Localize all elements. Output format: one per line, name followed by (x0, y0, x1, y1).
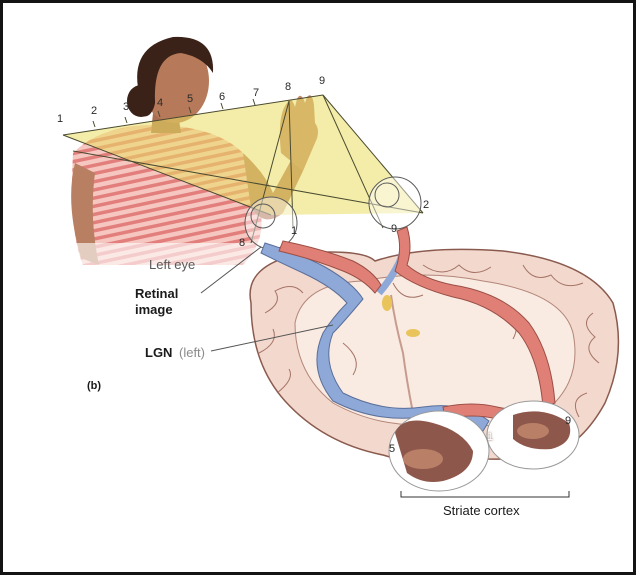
field-point-4: 4 (157, 97, 163, 109)
field-point-3: 3 (123, 101, 129, 113)
field-point-6: 6 (219, 91, 225, 103)
field-point-5: 5 (187, 93, 193, 105)
field-point-2: 2 (91, 105, 97, 117)
retinal-image-label-line2: image (135, 302, 173, 317)
cortex-marker-1: 1 (487, 431, 493, 443)
lgn-side-label: (left) (179, 345, 205, 360)
striate-cortex-label: Striate cortex (443, 503, 520, 518)
left-eye-label: Left eye (149, 257, 195, 272)
lgn-label: LGN (145, 345, 172, 360)
field-point-1: 1 (57, 113, 63, 125)
retinal-image-label-line1: Retinal (135, 286, 178, 301)
cortex-marker-5: 5 (389, 443, 395, 455)
left-eye-marker-1: 1 (291, 225, 297, 237)
field-point-9: 9 (319, 75, 325, 87)
striate-cortex-bracket (401, 491, 569, 497)
field-point-8: 8 (285, 81, 291, 93)
visual-pathway-illustration (3, 3, 633, 572)
cortex-marker-9: 9 (565, 415, 571, 427)
left-eye-marker-8: 8 (239, 237, 245, 249)
right-eye-marker-9: 9 (391, 223, 397, 235)
panel-label: (b) (87, 379, 101, 394)
field-point-7: 7 (253, 87, 259, 99)
right-eye-marker-2: 2 (423, 199, 429, 211)
